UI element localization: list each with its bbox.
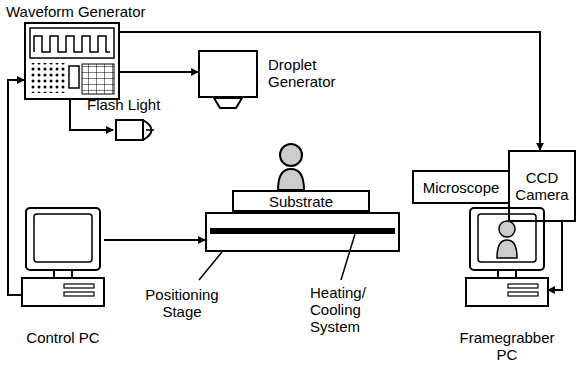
- heating-bar: [210, 228, 395, 234]
- pc-case: [466, 278, 548, 306]
- nozzle: [214, 98, 242, 108]
- drive-slot: [508, 292, 538, 296]
- pc-case: [22, 278, 104, 306]
- node-heading: Droplet Generator: [268, 56, 348, 90]
- signal-connector: [548, 222, 562, 290]
- lamp-box: Flash Light: [113, 118, 160, 142]
- node-heading: Flash Light: [87, 96, 160, 113]
- drive-slot: [508, 284, 538, 288]
- stage-box: Positioning Stage: [205, 212, 400, 252]
- keypad: [82, 64, 114, 94]
- drive-slot: [64, 284, 94, 288]
- monitor-stand: [498, 270, 516, 278]
- process-box: Microscope: [412, 170, 510, 204]
- signal-connector: [8, 80, 24, 295]
- screen-droplet: [499, 221, 515, 237]
- part-label: Heating/ Cooling System: [310, 284, 376, 335]
- signal-connector: [104, 239, 205, 241]
- monitor: [26, 208, 100, 270]
- lamp-filament: [146, 129, 154, 131]
- node-label: Substrate: [265, 193, 337, 210]
- signal-connector: [120, 32, 540, 150]
- process-box: Droplet Generator: [198, 50, 258, 98]
- node-label: Microscope: [419, 179, 504, 196]
- computer-icon: [22, 208, 104, 306]
- panel-slot: [69, 66, 79, 88]
- drive-slot: [64, 292, 94, 296]
- generator-box: Waveform Generator: [24, 22, 120, 100]
- deposited-droplet: [278, 169, 304, 190]
- falling-droplet: [280, 144, 302, 166]
- flash-icon: [116, 120, 154, 140]
- computer-icon: [466, 208, 548, 306]
- leader-line: [199, 252, 222, 280]
- substrate-box: Substrate: [232, 190, 370, 212]
- monitor: [470, 208, 544, 270]
- lamp-body: [116, 120, 143, 140]
- generator-panel: [30, 28, 114, 94]
- node-heading: Positioning Stage: [137, 286, 227, 320]
- computer-box: Framegrabber PC: [466, 205, 548, 325]
- screen: [34, 214, 92, 262]
- screen-droplet: [497, 240, 517, 258]
- button-dots: [30, 63, 66, 93]
- signal-connector: [120, 71, 198, 73]
- node-heading: Framegrabber PC: [450, 329, 564, 363]
- leader-line: [341, 234, 355, 280]
- camera-box: CCD Camera: [508, 150, 576, 222]
- scope-display: [30, 28, 114, 58]
- node-label: CCD Camera: [510, 169, 574, 203]
- node-heading: Waveform Generator: [6, 3, 146, 20]
- droplets: [278, 144, 304, 190]
- computer-box: Control PC: [22, 205, 104, 325]
- square-wave: [34, 36, 110, 52]
- node-heading: Control PC: [18, 329, 108, 346]
- monitor-stand: [54, 270, 72, 278]
